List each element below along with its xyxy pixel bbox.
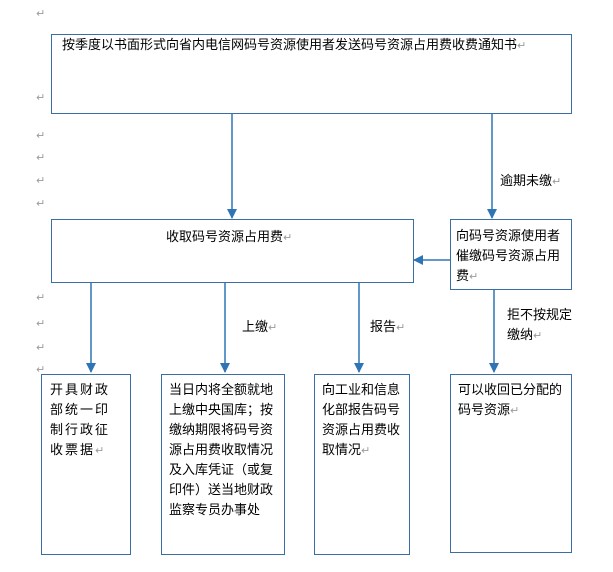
edge-label-overdue: 逾期未缴↵ xyxy=(500,174,562,189)
receipt-box xyxy=(41,374,131,555)
edge-label-refuse: 拒不按规定缴纳↵ xyxy=(507,308,573,343)
return-mark: ↵ xyxy=(36,7,46,20)
reclaim-box xyxy=(450,374,572,553)
return-mark: ↵ xyxy=(36,174,46,187)
deposit-box xyxy=(161,374,285,555)
return-mark: ↵ xyxy=(36,291,46,304)
edge-label-report: 报告↵ xyxy=(370,320,406,335)
report-text: 向工业和信息化部报告码号资源占用费收取情况↵ xyxy=(322,383,401,458)
return-mark: ↵ xyxy=(36,317,46,330)
reclaim-text: 可以收回已分配的码号资源↵ xyxy=(458,383,563,418)
urge-text: 向码号资源使用者催缴码号资源占用费↵ xyxy=(456,229,561,284)
report-box xyxy=(314,374,410,555)
notice-text: 按季度以书面形式向省内电信网码号资源使用者发送码号资源占用费收费通知书↵ xyxy=(62,38,527,53)
return-mark: ↵ xyxy=(36,91,46,104)
edge-label-pay: 上缴↵ xyxy=(242,320,278,335)
return-mark: ↵ xyxy=(36,341,46,354)
collect-text: 收取码号资源占用费↵ xyxy=(166,230,293,245)
return-mark: ↵ xyxy=(36,197,46,210)
urge-box xyxy=(450,219,572,290)
receipt-text: 开具财政部统一印制行政征收票据↵ xyxy=(50,383,111,458)
return-mark: ↵ xyxy=(36,151,46,164)
return-mark: ↵ xyxy=(36,363,46,376)
notice-box xyxy=(51,34,572,114)
return-mark: ↵ xyxy=(36,129,46,142)
deposit-text: 当日内将全额就地上缴中央国库；按缴纳期限将码号资源占用费收取情况及入库凭证（或复… xyxy=(169,383,274,518)
collect-box xyxy=(51,219,414,283)
